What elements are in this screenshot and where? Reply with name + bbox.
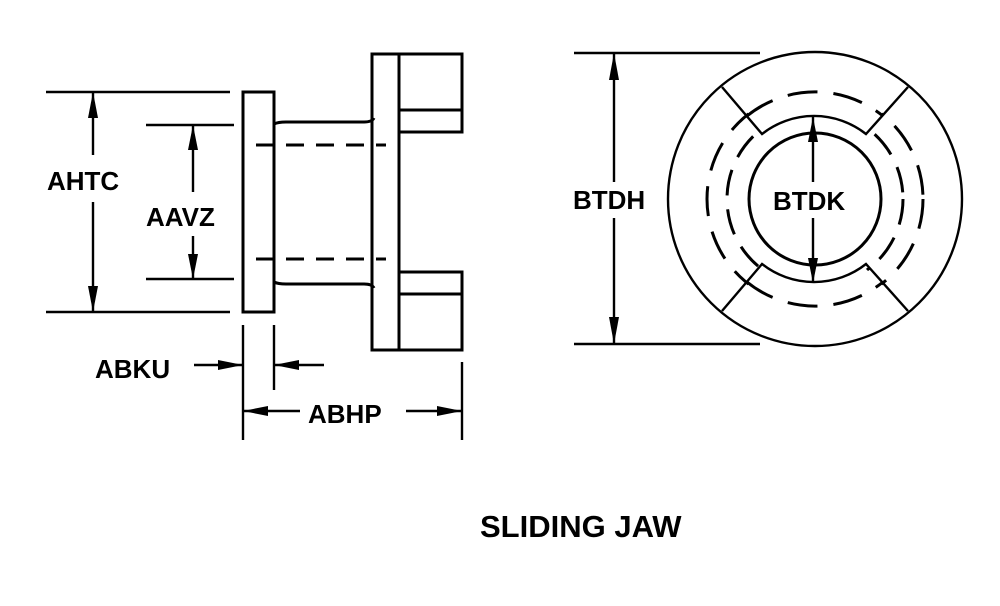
- dimension-abku: ABKU: [95, 325, 324, 440]
- arrow-right-icon: [218, 360, 243, 370]
- arrow-down-icon: [88, 286, 98, 312]
- hidden-bottom-segment: [746, 280, 884, 308]
- hidden-top-segment: [746, 90, 884, 118]
- label-abhp: ABHP: [308, 399, 382, 429]
- label-aavz: AAVZ: [146, 202, 215, 232]
- arrow-down-icon: [188, 254, 198, 279]
- arrow-up-icon: [88, 92, 98, 118]
- drawing-title: SLIDING JAW: [480, 509, 682, 544]
- label-btdh: BTDH: [573, 185, 645, 215]
- hub-bottom-edge: [273, 280, 376, 289]
- top-jaw-block: [397, 52, 464, 134]
- arrow-up-icon: [609, 53, 619, 80]
- arrow-down-icon: [609, 317, 619, 344]
- dimension-btdh: BTDH: [573, 51, 760, 346]
- left-flange: [241, 90, 276, 314]
- arrow-left-icon: [274, 360, 299, 370]
- dimension-aavz: AAVZ: [146, 123, 234, 281]
- side-view: [241, 52, 464, 352]
- arrow-down-icon: [808, 258, 818, 283]
- dimension-btdk: BTDK: [773, 117, 845, 283]
- right-flange: [370, 52, 401, 352]
- top-jaw-segment: [721, 86, 909, 136]
- label-btdk: BTDK: [773, 186, 845, 216]
- dimension-abhp: ABHP: [243, 362, 464, 440]
- arrow-up-icon: [808, 117, 818, 142]
- arrow-right-icon: [437, 406, 462, 416]
- outer-circle: [666, 50, 964, 348]
- dimension-ahtc: AHTC: [46, 90, 230, 314]
- label-ahtc: AHTC: [47, 166, 119, 196]
- label-abku: ABKU: [95, 354, 170, 384]
- arrow-up-icon: [188, 125, 198, 150]
- bottom-jaw-block: [397, 270, 464, 352]
- arrow-left-icon: [243, 406, 268, 416]
- hub-top-edge: [273, 117, 376, 126]
- end-view: [666, 50, 964, 348]
